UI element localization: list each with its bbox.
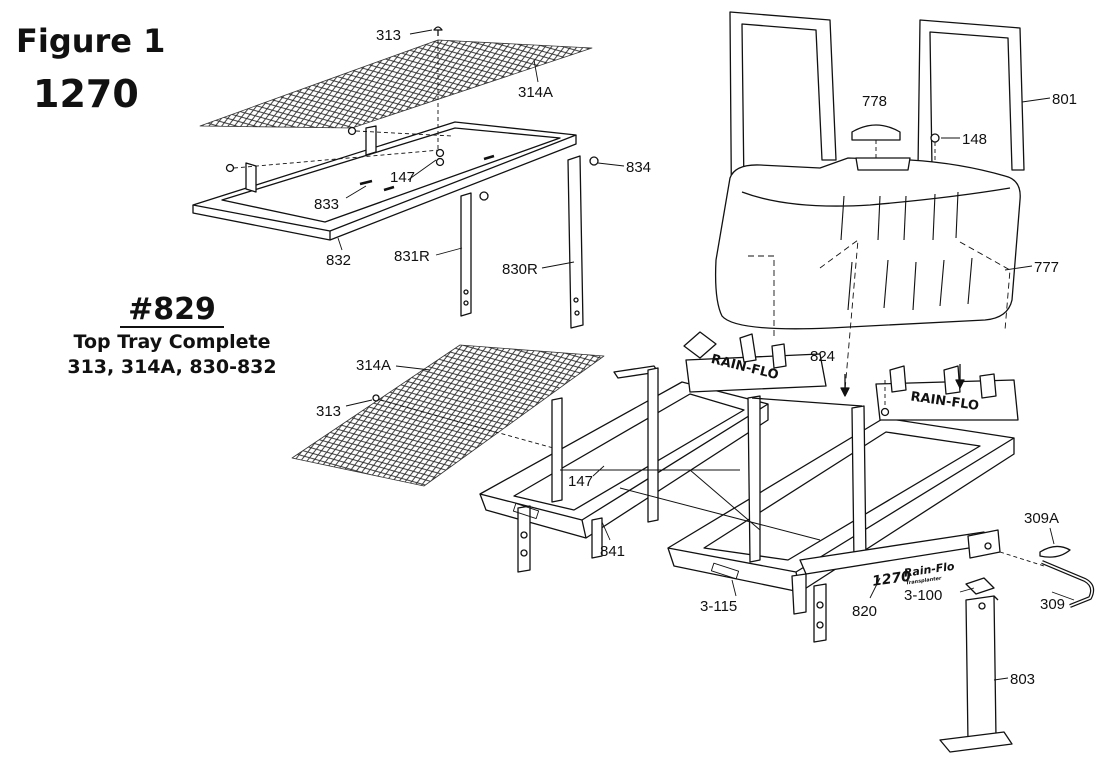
label-833: 833 bbox=[314, 196, 339, 213]
hardware-147-top bbox=[435, 148, 445, 167]
label-313-low: 313 bbox=[316, 403, 341, 420]
label-803: 803 bbox=[1010, 671, 1035, 688]
label-778: 778 bbox=[862, 93, 887, 110]
top-mesh-screen bbox=[199, 39, 593, 129]
label-801: 801 bbox=[1052, 91, 1077, 108]
top-tray-pan bbox=[192, 121, 577, 241]
label-314A-low: 314A bbox=[356, 357, 391, 374]
side-model-decal: 1270 bbox=[871, 569, 912, 590]
label-147-low: 147 bbox=[568, 473, 593, 490]
kit-contents: 313, 314A, 830-832 bbox=[67, 356, 277, 378]
top-tray-brackets bbox=[225, 40, 453, 193]
clip-309A bbox=[1039, 545, 1071, 558]
model-number: 1270 bbox=[33, 72, 139, 116]
label-832: 832 bbox=[326, 252, 351, 269]
label-309A: 309A bbox=[1024, 510, 1059, 527]
top-bolt-313 bbox=[433, 26, 443, 36]
label-313-top: 313 bbox=[376, 27, 401, 44]
leg-831R bbox=[460, 192, 472, 317]
nut-148 bbox=[930, 133, 940, 160]
kit-name: Top Tray Complete bbox=[73, 331, 271, 353]
tank-lid-778 bbox=[851, 124, 901, 158]
hardware-833 bbox=[359, 154, 495, 192]
tank-777 bbox=[714, 157, 1021, 391]
main-frame bbox=[479, 331, 1019, 643]
leader-lines bbox=[337, 29, 1075, 681]
label-309: 309 bbox=[1040, 596, 1065, 613]
label-834: 834 bbox=[626, 159, 651, 176]
label-3-115: 3-115 bbox=[700, 598, 737, 615]
label-841: 841 bbox=[600, 543, 625, 560]
label-777: 777 bbox=[1034, 259, 1059, 276]
hitch-pin-309 bbox=[999, 551, 1095, 608]
kit-number: #829 bbox=[120, 294, 224, 328]
side-subtitle-decal: Transplanter bbox=[906, 575, 943, 586]
leg-830R bbox=[479, 155, 599, 329]
label-3-100: 3-100 bbox=[904, 587, 942, 604]
jack-plate-3-100 bbox=[965, 577, 995, 595]
label-830R: 830R bbox=[502, 261, 538, 278]
label-831R: 831R bbox=[394, 248, 430, 265]
jack-stand-803 bbox=[939, 595, 1013, 753]
part-labels: 313 314A 147 833 834 832 831R 830R 778 1… bbox=[314, 27, 1077, 688]
kit-callout: #829 Top Tray Complete 313, 314A, 830-83… bbox=[52, 294, 292, 379]
label-148: 148 bbox=[962, 131, 987, 148]
label-314A-top: 314A bbox=[518, 84, 553, 101]
label-147-top: 147 bbox=[390, 169, 415, 186]
label-824: 824 bbox=[810, 348, 835, 365]
figure-title: Figure 1 bbox=[16, 22, 166, 60]
label-820: 820 bbox=[852, 603, 877, 620]
